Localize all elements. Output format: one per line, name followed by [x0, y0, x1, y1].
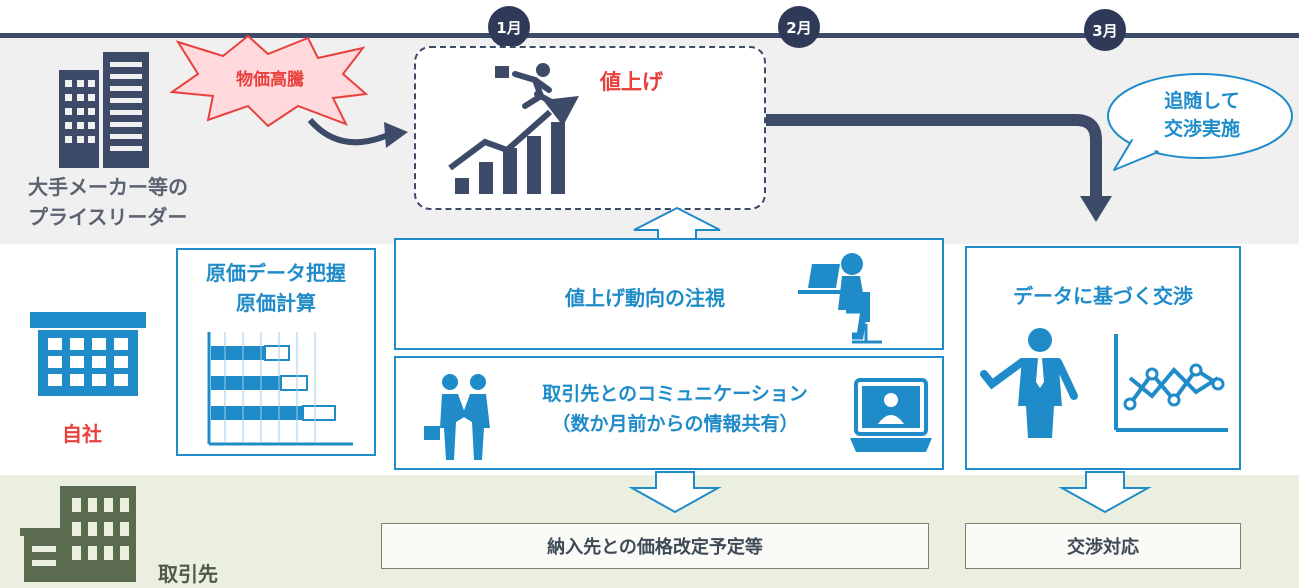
leader-label: 大手メーカー等の プライスリーダー — [28, 172, 258, 232]
price-surge-text: 物価高騰 — [236, 69, 304, 90]
self-label: 自社 — [62, 422, 102, 446]
cost-data-title-line2: 原価計算 — [236, 291, 316, 315]
partner-building-icon — [20, 486, 136, 582]
company-building-icon — [30, 312, 146, 396]
follow-bubble-line2: 交渉実施 — [1163, 118, 1240, 140]
curved-arrow-icon — [307, 117, 408, 148]
cost-data-title-line1: 原価データ把握 — [206, 261, 346, 285]
data-negotiation-text: データに基づく交渉 — [1013, 284, 1193, 308]
gantt-chart-icon — [207, 332, 353, 446]
price-up-panel — [414, 46, 766, 210]
timeline-bar — [0, 33, 1299, 38]
cost-data-title: 原価データ把握 原価計算 — [176, 258, 376, 318]
leader-label-line1: 大手メーカー等の — [28, 175, 188, 199]
down-arrow-right-icon — [1058, 471, 1152, 514]
price-revision-box: 納入先との価格改定予定等 — [381, 523, 929, 569]
handshake-people-icon — [424, 374, 490, 460]
office-tower-icon — [59, 52, 149, 168]
watch-trend-text: 値上げ動向の注視 — [565, 286, 725, 310]
rising-bar-chart-icon — [448, 63, 579, 194]
month-marker-3: 3月 — [1084, 9, 1126, 51]
communication-line1: 取引先とのコミュニケーション — [542, 383, 808, 405]
month-marker-1: 1月 — [488, 6, 530, 48]
speech-bubble — [1107, 73, 1293, 171]
communication-text: 取引先とのコミュニケーション （数か月前からの情報共有） — [515, 379, 835, 439]
person-at-desk-icon — [798, 253, 882, 344]
presenter-icon — [980, 328, 1078, 438]
video-call-laptop-icon — [850, 378, 932, 452]
month-marker-2: 2月 — [778, 6, 820, 48]
negotiation-response-box: 交渉対応 — [965, 523, 1241, 569]
down-arrow-left-icon — [628, 471, 722, 514]
data-negotiation-box — [965, 246, 1241, 470]
follow-arrow — [766, 114, 1112, 222]
communication-line2: （数か月前からの情報共有） — [551, 413, 799, 435]
price-surge-burst — [169, 34, 369, 128]
follow-bubble-text: 追随して 交渉実施 — [1130, 85, 1274, 145]
line-chart-icon — [1114, 334, 1228, 432]
price-up-label: 値上げ — [600, 70, 663, 94]
follow-bubble-line1: 追随して — [1164, 90, 1240, 112]
partner-label: 取引先 — [158, 562, 218, 586]
leader-label-line2: プライスリーダー — [28, 205, 188, 229]
